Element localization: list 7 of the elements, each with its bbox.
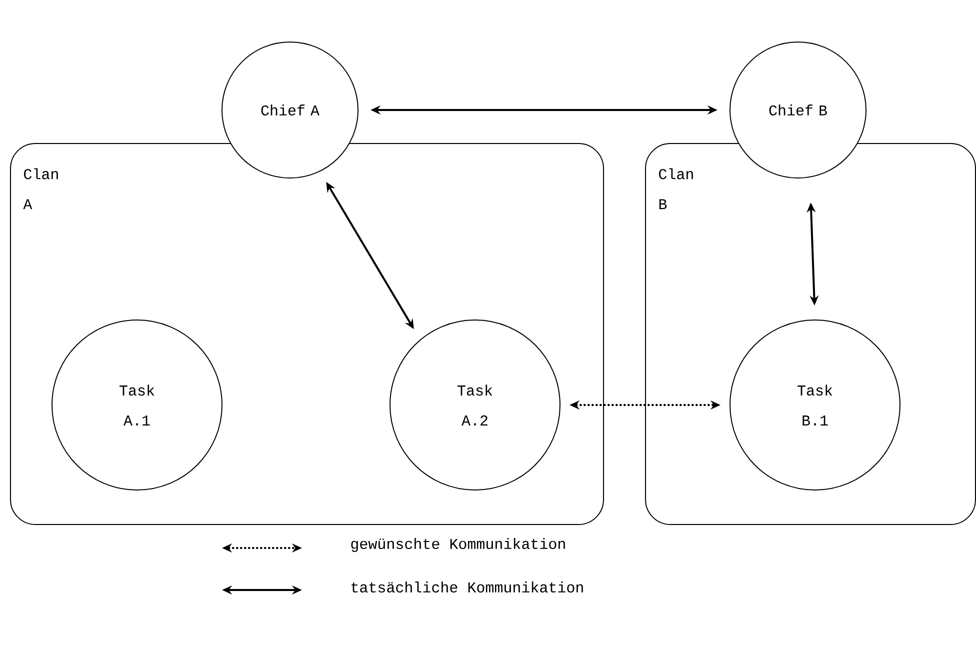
circle-node: Task B.1 xyxy=(730,320,900,490)
legend-text: tatsächliche Kommunikation xyxy=(352,582,583,592)
circle-node: Chief B xyxy=(730,42,867,178)
circle-node: Task A.1 xyxy=(52,320,222,490)
circle-node: Task A.2 xyxy=(390,320,560,490)
legend-text: gewünschte Kommunikation xyxy=(351,538,565,552)
circle-node: Chief A xyxy=(222,42,358,178)
